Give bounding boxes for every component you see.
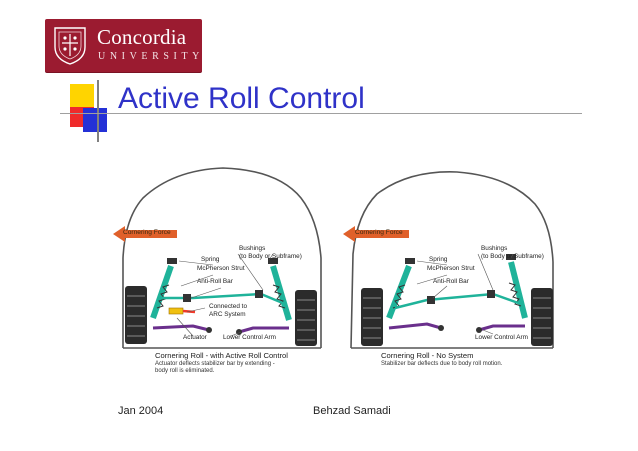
diagram-no-system: Cornering Force Bushings (to Body or Sub… [343,158,575,373]
crest-icon [54,27,86,65]
diagram-note-1: Stabilizer bar deflects due to body roll… [381,361,503,367]
deco-yellow-square [70,84,94,108]
spring-label: Spring [201,256,220,263]
lower-control-arm-label: Lower Control Arm [475,334,528,341]
diagram-note-2: body roll is eliminated. [155,368,215,374]
anti-roll-bar-label: Anti-Roll Bar [433,278,469,285]
spring-label: Spring [429,256,448,263]
footer-date: Jan 2004 [118,405,164,417]
connected-label-2: ARC System [209,311,246,318]
deco-blue-square [83,108,107,132]
logo-name: Concordia [97,25,187,49]
anti-roll-bar-label: Anti-Roll Bar [197,278,233,285]
lower-control-arm-label: Lower Control Arm [223,334,276,341]
bushings-note-label: (to Body or Subframe) [481,253,544,260]
deco-vertical-line [97,80,99,142]
bushings-note-label: (to Body or Subframe) [239,253,302,260]
car-suspension-illustration [343,171,554,349]
slide-title: Active Roll Control [118,82,365,115]
strut-label: McPherson Strut [427,265,475,272]
cornering-force-label: Cornering Force [355,229,403,236]
diagram-caption: Cornering Roll - with Active Roll Contro… [155,351,288,360]
connected-label-1: Connected to [209,303,248,310]
strut-label: McPherson Strut [197,265,245,272]
diagram-note-1: Actuator deflects stabilizer bar by exte… [155,361,275,367]
car-suspension-illustration [113,167,322,349]
actuator-label: Actuator [183,334,207,341]
diagram-caption: Cornering Roll - No System [381,351,474,360]
bushings-label: Bushings [481,245,508,252]
footer-author: Behzad Samadi [313,405,391,417]
logo-subtitle: UNIVERSITY [98,51,204,62]
university-logo: Concordia UNIVERSITY [45,19,202,72]
cornering-force-label: Cornering Force [123,229,171,236]
bushings-label: Bushings [239,245,266,252]
title-underline [60,113,582,114]
diagram-with-arc: Cornering Force Bushings (to Body or Sub… [113,158,345,374]
